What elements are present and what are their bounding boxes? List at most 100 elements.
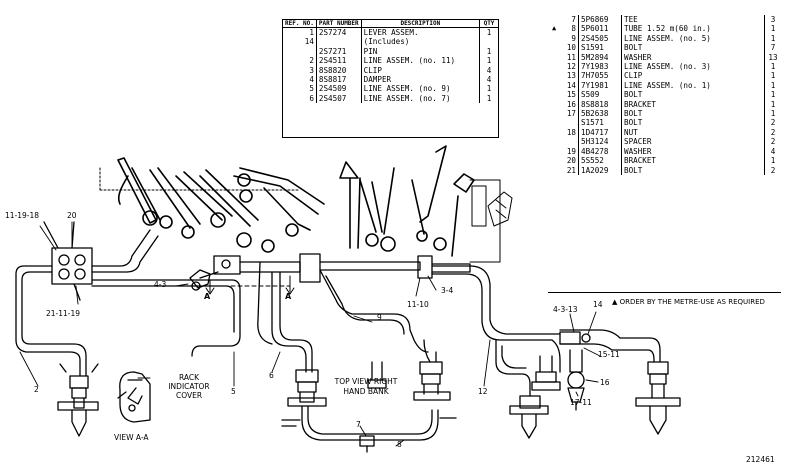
callout-11-19-18: 11-19-18 <box>5 211 40 220</box>
injector-left <box>57 363 99 437</box>
table2-cell-part-number: 1D4717 <box>578 127 622 138</box>
header-description: DESCRIPTION <box>361 20 481 28</box>
table2-cell-description: WASHER <box>621 146 765 157</box>
right-lines <box>431 265 661 397</box>
table2-cell-ref-no: 12 <box>558 62 579 72</box>
table2-cell-part-number: 2S4505 <box>578 33 622 44</box>
table1-row: 14(Includes) <box>283 37 498 47</box>
callout-12: 12 <box>478 387 488 396</box>
table2-cell-description: BRACKET <box>621 99 765 110</box>
table1-cell-part-number: 2S4509 <box>316 84 362 94</box>
table2-cell-ref-no: 15 <box>558 90 579 100</box>
lever-rods <box>117 145 475 257</box>
table1-cell-part-number <box>316 37 362 47</box>
top-view-label: TOP VIEW RIGHT HAND BANK <box>334 377 398 396</box>
table1-cell-qty: 4 <box>486 65 492 75</box>
table1-cell-part-number: 2S7274 <box>316 27 362 38</box>
table1-cell-description: (Includes) <box>361 37 481 47</box>
table1-cell-ref-no <box>283 46 317 57</box>
table2-cell-description: WASHER <box>621 52 765 63</box>
table1-cell-part-number: 2S4507 <box>316 93 362 104</box>
table2-cell-qty: 13 <box>768 52 778 62</box>
engine-outline <box>99 167 513 263</box>
bracket-16 <box>567 349 585 411</box>
table2-cell-ref-no: 13 <box>558 71 579 81</box>
table2-cell-description: BOLT <box>621 165 765 175</box>
table2-cell-part-number: 5M2894 <box>578 52 622 63</box>
table1-cell-qty: 1 <box>486 56 492 66</box>
order-note: ▲ ORDER BY THE METRE-USE AS REQUIRED <box>612 298 765 306</box>
line-assem-5-6 <box>257 261 313 373</box>
callout-6: 6 <box>269 371 274 380</box>
line-assem-2 <box>15 229 241 377</box>
table2-cell-qty: 2 <box>770 118 776 128</box>
table2-cell-mark: ▲ <box>552 24 557 33</box>
table2-cell-part-number: 7Y1981 <box>578 80 622 91</box>
table2-cell-qty: 7 <box>770 43 776 53</box>
table1-cell-description: DAMPER <box>361 75 481 85</box>
callout-7: 7 <box>356 420 361 429</box>
rack-indicator-label: RACK INDICATOR COVER <box>168 373 210 400</box>
table2-cell-part-number: S1591 <box>578 43 622 53</box>
table-header-row: REF. NO. PART NUMBER DESCRIPTION QTY <box>283 20 498 28</box>
table2-cell-description: CLIP <box>621 71 765 81</box>
table2-cell-ref-no: 10 <box>558 43 579 53</box>
header-part-number: PART NUMBER <box>316 20 362 28</box>
table2-cell-description: BOLT <box>621 90 765 100</box>
table2-cell-qty: 1 <box>770 62 776 72</box>
table1-cell-ref-no: 5 <box>283 84 317 94</box>
table1-cell-description: LINE ASSEM. (no. 7) <box>361 93 481 104</box>
table2-cell-part-number: 5P6869 <box>578 15 622 25</box>
table2-cell-description: NUT <box>621 127 765 138</box>
view-aa-label: VIEW A-A <box>114 433 149 442</box>
table2-cell-ref-no <box>558 137 579 147</box>
header-qty: QTY <box>479 20 498 28</box>
callout-20: 20 <box>67 211 77 220</box>
table1-cell-qty: 1 <box>486 28 492 37</box>
table2-cell-ref-no: 7 <box>558 15 579 25</box>
table2-cell-qty: 4 <box>770 146 776 156</box>
table2-cell-ref-no <box>558 118 579 128</box>
table1-cell-ref-no: 1 <box>283 27 317 38</box>
manifold <box>189 253 471 291</box>
table2-cell-qty: 1 <box>770 109 776 119</box>
table2-cell-qty: 1 <box>770 33 776 43</box>
table2-cell-part-number: 5B2638 <box>578 109 622 119</box>
callout-4-3-13: 4-3-13 <box>553 305 578 314</box>
header-ref-no: REF. NO. <box>283 20 317 28</box>
callout-8: 8 <box>397 440 402 449</box>
table1-cell-description: PIN <box>361 46 481 57</box>
table1-cell-description: LINE ASSEM. (no. 9) <box>361 84 481 94</box>
table2-cell-ref-no: 9 <box>558 33 579 44</box>
table2-cell-part-number: 7Y1983 <box>578 62 622 72</box>
table2-cell-ref-no: 14 <box>558 80 579 91</box>
table2-cell-qty: 2 <box>770 165 776 175</box>
table2-cell-qty: 1 <box>770 80 776 90</box>
table1-cell-qty: 4 <box>486 75 492 85</box>
table2-cell-qty: 2 <box>770 127 776 137</box>
table1-cell-description: LEVER ASSEM. <box>361 27 481 38</box>
table2-cell-part-number: 1A2029 <box>578 165 622 175</box>
table2-cell-qty: 1 <box>770 71 776 81</box>
callout-15-11: 15-11 <box>598 350 620 359</box>
table2-cell-ref-no: 21 <box>558 165 579 175</box>
table1-cell-part-number: 2S4511 <box>316 56 362 66</box>
table1-cell-part-number: 8S8820 <box>316 65 362 76</box>
section-a-markers <box>205 275 295 295</box>
table2-cell-ref-no: 20 <box>558 156 579 166</box>
table1-cell-part-number: 8S8817 <box>316 75 362 85</box>
table2-cell-ref-no: 18 <box>558 127 579 138</box>
table2-cell-description: SPACER <box>621 137 765 147</box>
table2-cell-part-number: 5H3124 <box>578 137 622 147</box>
